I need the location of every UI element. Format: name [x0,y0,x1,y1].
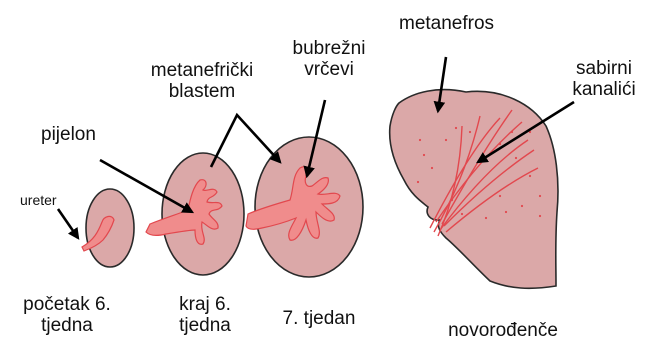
tissue-dot [499,195,501,197]
tissue-dot [515,157,517,159]
tissue-dot [505,211,507,213]
label-bubrezni-vrcevi: bubrežni vrčevi [284,38,374,81]
label-ureter: ureter [20,193,57,209]
kidney-stage-3 [246,137,363,277]
label-metanefricki-line2: blastem [142,81,262,102]
stage-caption-2-line2: tjedna [150,315,260,336]
tissue-dot [469,131,471,133]
label-bubrezni-line1: bubrežni [284,38,374,59]
label-metanefricki-line1: metanefrički [142,60,262,81]
label-sabirni-line2: kanalići [564,79,644,100]
tissue-dot [423,154,425,156]
stage-caption-1-line2: tjedna [2,315,132,336]
kidney-stage-1 [82,189,134,267]
label-metanefros: metanefros [399,13,494,34]
label-bubrezni-line2: vrčevi [284,59,374,80]
tissue-dot [521,205,523,207]
label-metanefricki-blastem: metanefrički blastem [142,60,262,103]
tissue-dot [455,127,457,129]
tissue-dot [451,199,453,201]
tissue-dot [419,139,421,141]
arrow-ureter [58,209,78,238]
tissue-dot [499,143,501,145]
tissue-dot [511,131,513,133]
stage-caption-3: 7. tjedan [264,308,374,329]
tissue-dot [431,167,433,169]
tissue-dot [539,195,541,197]
tissue-dot [445,139,447,141]
tissue-dot [417,181,419,183]
label-sabirni-line1: sabirni [564,58,644,79]
tissue-dot [461,213,463,215]
kidney-newborn [390,90,558,289]
label-sabirni-kanalici: sabirni kanalići [564,58,644,101]
tissue-dot [529,175,531,177]
stage-caption-2: kraj 6. tjedna [150,294,260,337]
label-pijelon: pijelon [41,124,96,145]
tissue-dot [485,217,487,219]
tissue-dot [539,215,541,217]
stage-caption-1: početak 6. tjedna [2,294,132,337]
kidney-stage-2 [146,153,244,275]
stage-caption-2-line1: kraj 6. [150,294,260,315]
stage-caption-1-line1: početak 6. [2,294,132,315]
stage-caption-4: novorođenče [428,320,578,341]
